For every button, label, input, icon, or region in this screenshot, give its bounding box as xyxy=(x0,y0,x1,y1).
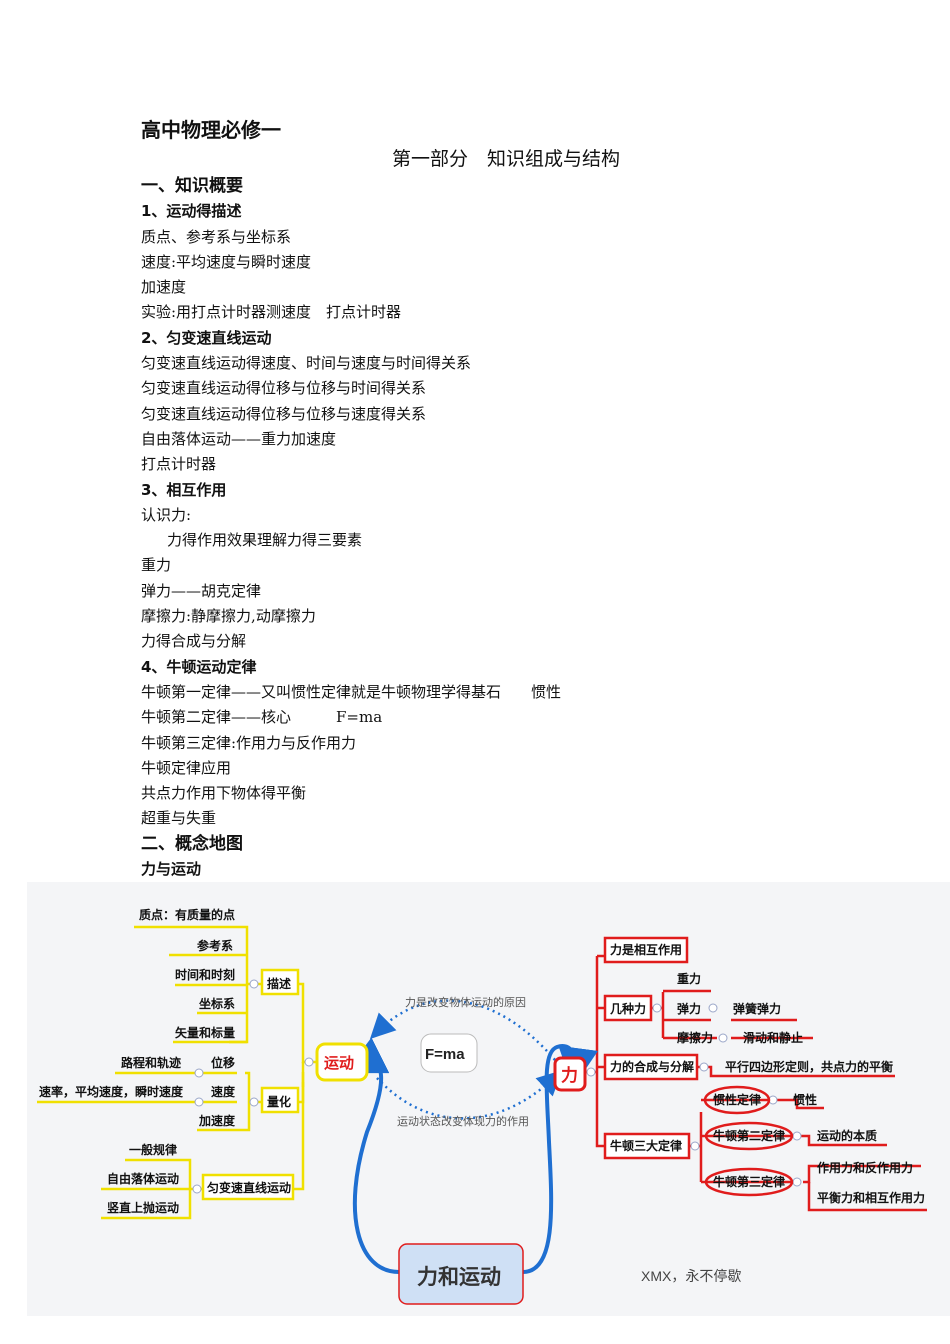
outline-line: 匀变速直线运动得位移与位移与速度得关系 xyxy=(141,404,427,423)
node-displacement: 位移 xyxy=(211,1055,235,1070)
outline-line: 弹力——胡克定律 xyxy=(141,581,262,600)
outline-line: 力得合成与分解 xyxy=(141,632,247,651)
node-mass-point: 质点：有质量的点 xyxy=(139,907,235,922)
node-second-detail: 运动的本质 xyxy=(817,1128,877,1143)
outline-line: 自由落体运动——重力加速度 xyxy=(141,429,337,448)
doc-title: 高中物理必修一 xyxy=(141,118,281,142)
outline-line: 实验:用打点计时器测速度 打点计时器 xyxy=(141,303,402,322)
node-compose-detail: 平行四边形定则，共点力的平衡 xyxy=(725,1059,893,1074)
right-root-label: 力 xyxy=(561,1065,578,1085)
outline-line: 超重与失重 xyxy=(141,809,217,828)
node-vertical-throw: 竖直上抛运动 xyxy=(107,1200,179,1215)
node-elastic: 弹力 xyxy=(677,1001,701,1016)
node-velocity: 速度 xyxy=(211,1084,236,1099)
node-friction-types: 滑动和静止 xyxy=(743,1030,803,1045)
outline-line: 2、匀变速直线运动 xyxy=(141,328,272,347)
outline-line: 质点、参考系与坐标系 xyxy=(141,227,292,246)
outline-line: 重力 xyxy=(141,556,172,575)
arc-top-label: 力是改变物体运动的原因 xyxy=(405,995,526,1009)
node-newton: 牛顿三大定律 xyxy=(610,1138,682,1153)
formula-label: F=ma xyxy=(425,1046,465,1063)
outline-line: 力与运动 xyxy=(141,860,202,879)
node-first-law: 惯性定律 xyxy=(713,1092,761,1107)
newton-ellipses xyxy=(703,1085,794,1197)
node-reference-frame: 参考系 xyxy=(197,938,233,953)
dotted-arcs xyxy=(369,999,563,1120)
outline-line: 二、概念地图 xyxy=(141,833,243,854)
outline-line: 速度:平均速度与瞬时速度 xyxy=(141,252,312,271)
center-label: 力和运动 xyxy=(417,1266,501,1289)
left-root-label: 运动 xyxy=(324,1054,354,1072)
outline-line: 加速度 xyxy=(141,278,187,297)
watermark-label: XMX，永不停歇 xyxy=(641,1268,741,1284)
node-vector: 矢量和标量 xyxy=(175,1025,235,1040)
outline-line: 牛顿定律应用 xyxy=(141,758,232,777)
right-branch-lines xyxy=(585,954,927,1212)
node-acceleration: 加速度 xyxy=(198,1113,236,1128)
part-title: 第一部分 知识组成与结构 xyxy=(391,148,620,170)
outline-line: 力得作用效果理解力得三要素 xyxy=(167,531,363,550)
concept-map: 质点：有质量的点 参考系 时间和时刻 坐标系 矢量和标量 描述 路程和轨迹 位移… xyxy=(27,882,950,1316)
node-inertia: 惯性 xyxy=(793,1092,817,1107)
outline-line: 3、相互作用 xyxy=(141,480,227,499)
node-second-law: 牛顿第二定律 xyxy=(713,1128,785,1143)
node-free-fall: 自由落体运动 xyxy=(107,1171,179,1186)
outline-line: 摩擦力:静摩擦力,动摩擦力 xyxy=(141,607,316,626)
outline-line: 一、知识概要 xyxy=(141,176,243,196)
outline-line: 4、牛顿运动定律 xyxy=(141,657,257,676)
node-time: 时间和时刻 xyxy=(175,967,235,982)
document-body: 高中物理必修一 第一部分 知识组成与结构 一、知识概要 1、运动得描述质点、参考系… xyxy=(141,116,861,882)
outline-line: 匀变速直线运动得位移与位移与时间得关系 xyxy=(141,379,427,398)
node-coordinate: 坐标系 xyxy=(199,996,235,1011)
node-friction: 摩擦力 xyxy=(677,1030,713,1045)
node-general-law: 一般规律 xyxy=(129,1142,177,1157)
node-spring: 弹簧弹力 xyxy=(733,1001,781,1016)
node-speed-types: 速率，平均速度，瞬时速度 xyxy=(39,1084,184,1099)
outline-line: 共点力作用下物体得平衡 xyxy=(141,784,307,803)
outline-line: 匀变速直线运动得速度、时间与速度与时间得关系 xyxy=(141,354,472,373)
outline-line: 牛顿第一定律——又叫惯性定律就是牛顿物理学得基石 惯性 xyxy=(141,682,562,701)
outline-line: 认识力: xyxy=(141,505,192,524)
arc-bottom-label: 运动状态改变体现力的作用 xyxy=(397,1114,529,1128)
outline-line: 打点计时器 xyxy=(141,455,217,474)
node-compose: 力的合成与分解 xyxy=(610,1059,694,1074)
node-interaction: 力是相互作用 xyxy=(610,942,682,957)
outline-line: 牛顿第三定律:作用力与反作用力 xyxy=(141,733,357,752)
outline-line: 牛顿第二定律——核心 F=ma xyxy=(141,708,383,727)
outline-line: 1、运动得描述 xyxy=(141,202,242,221)
node-uniform: 匀变速直线运动 xyxy=(207,1180,291,1195)
node-third-detail-2: 平衡力和相互作用力 xyxy=(817,1190,925,1205)
node-describe: 描述 xyxy=(267,976,291,991)
node-labels: 质点：有质量的点 参考系 时间和时刻 坐标系 矢量和标量 描述 路程和轨迹 位移… xyxy=(39,907,925,1215)
node-kinds: 几种力 xyxy=(610,1001,646,1016)
outline-lines: 一、知识概要 1、运动得描述质点、参考系与坐标系速度:平均速度与瞬时速度加速度实验… xyxy=(141,174,861,882)
node-path: 路程和轨迹 xyxy=(121,1055,181,1070)
node-gravity: 重力 xyxy=(677,971,701,986)
node-quantify: 量化 xyxy=(267,1094,291,1109)
loop-arrows xyxy=(344,1037,598,1274)
root-boxes xyxy=(201,936,699,1305)
node-third-law: 牛顿第三定律 xyxy=(713,1174,785,1189)
node-third-detail-1: 作用力和反作用力 xyxy=(817,1160,913,1175)
collapse-markers[interactable] xyxy=(192,979,802,1194)
